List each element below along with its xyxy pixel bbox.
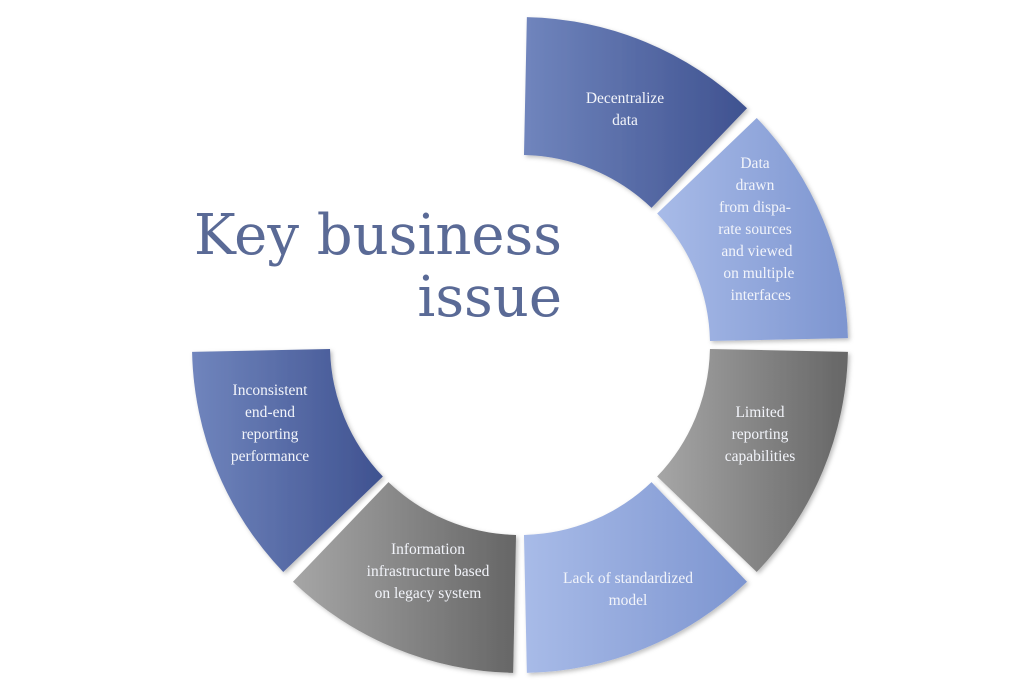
segment-label-lack-standardized-model: Lack of standardized model (563, 570, 693, 609)
segment-decentralize-data (523, 17, 748, 208)
segment-label-inconsistent-reporting: Inconsistent end-end reporting performan… (230, 382, 310, 465)
segment-legacy-infrastructure (292, 482, 517, 673)
segment-data-disparate-sources (657, 117, 848, 342)
segment-label-decentralize-data: Decentralize data (585, 90, 665, 129)
segment-label-data-disparate-sources: Data drawn from dispa- rate sources and … (718, 155, 795, 304)
segment-label-limited-reporting: Limited reporting capabilities (724, 404, 796, 465)
diagram-title: Key business issue (193, 203, 562, 330)
segment-inconsistent-reporting (192, 348, 383, 573)
segment-lack-standardized-model (523, 482, 748, 673)
segment-label-legacy-infrastructure: Information infrastructure based on lega… (366, 541, 490, 602)
segment-limited-reporting (657, 348, 848, 573)
